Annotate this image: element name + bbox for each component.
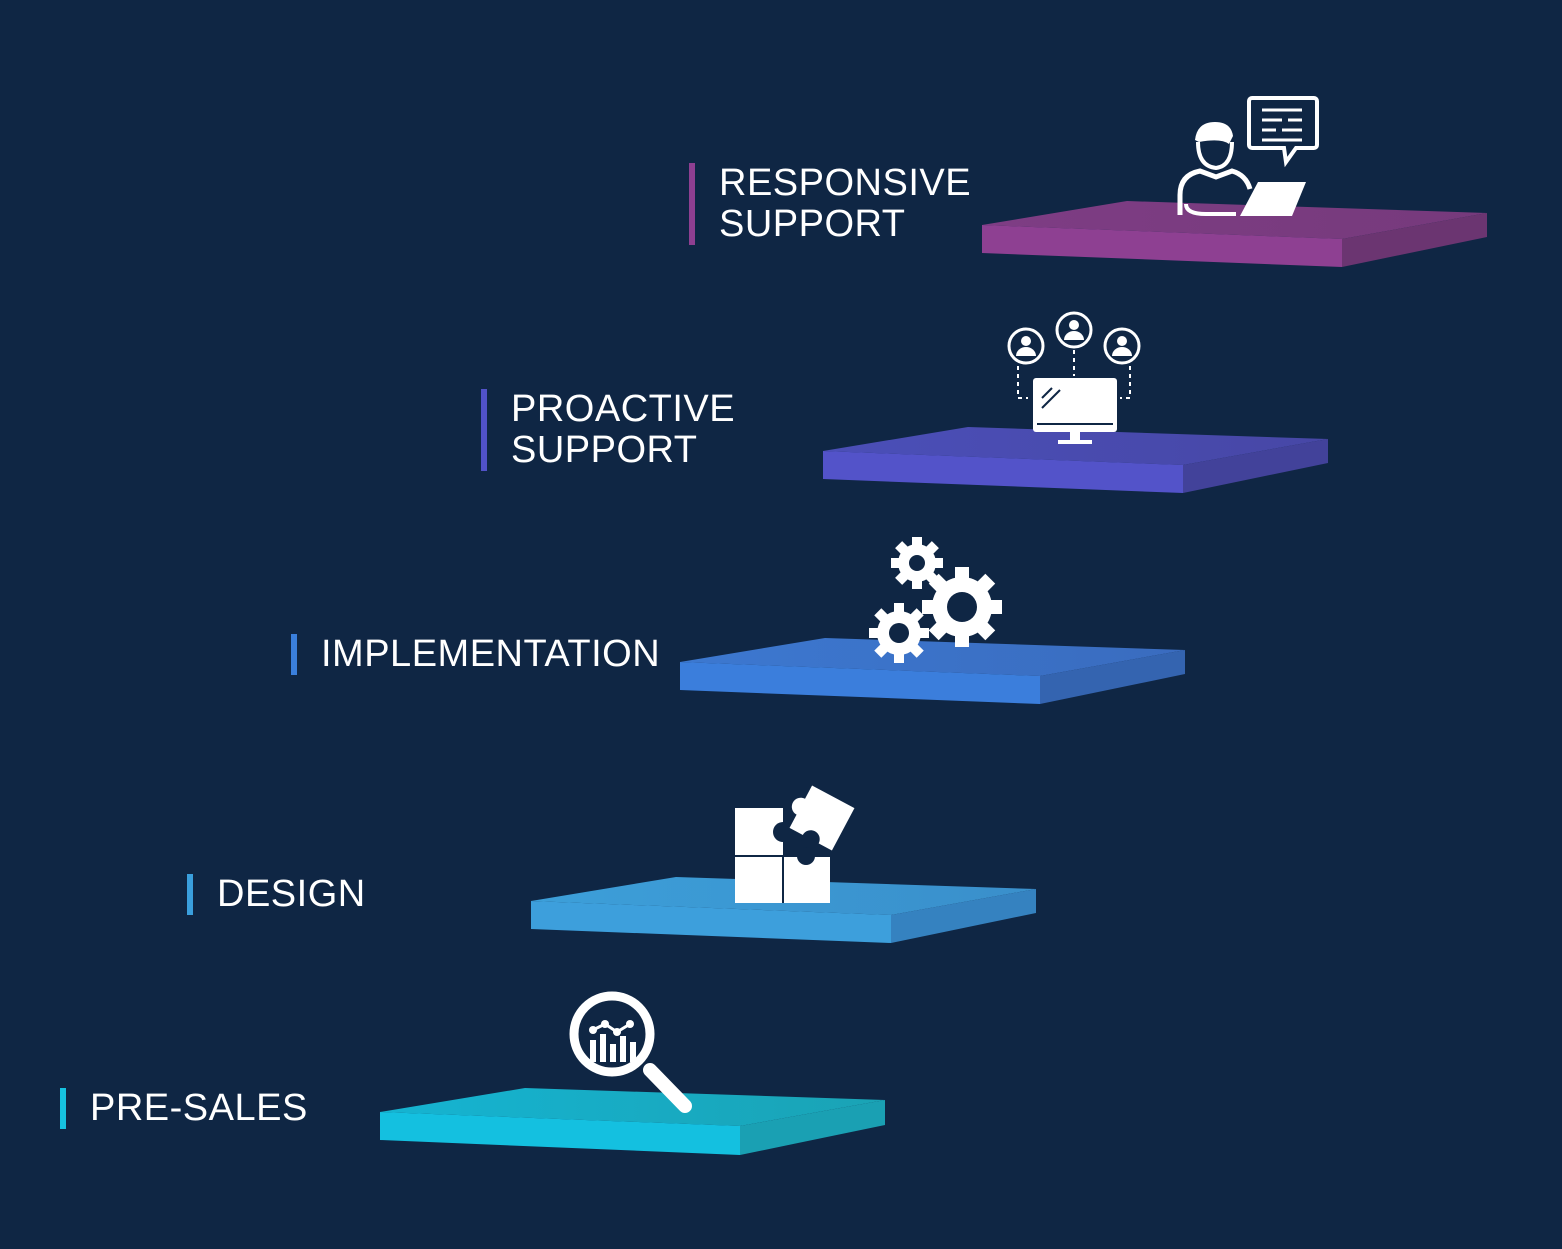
support-agent-icon [1177,96,1319,216]
step-label-text: RESPONSIVE SUPPORT [719,162,972,245]
step-label-implementation: IMPLEMENTATION [291,634,660,675]
platform-pre-sales [380,1088,885,1155]
magnifier-chart-icon [569,991,692,1113]
step-label-responsive-support: RESPONSIVE SUPPORT [689,163,971,245]
platform-implementation [680,638,1185,704]
step-label-text: IMPLEMENTATION [321,633,661,675]
accent-bar [291,634,297,675]
platform-proactive-support [823,427,1328,493]
accent-bar [60,1088,66,1129]
step-label-pre-sales: PRE-SALES [60,1088,308,1129]
step-label-text: PROACTIVE SUPPORT [511,388,736,471]
step-label-text: PRE-SALES [90,1087,308,1129]
step-label-design: DESIGN [187,874,366,915]
accent-bar [187,874,193,915]
monitor-users-icon [1007,311,1141,444]
puzzle-icon [735,785,855,903]
accent-bar [689,163,695,245]
step-label-proactive-support: PROACTIVE SUPPORT [481,389,735,471]
accent-bar [481,389,487,471]
step-label-text: DESIGN [217,873,366,915]
gears-icon [869,537,1002,663]
platform-responsive-support [982,201,1487,267]
